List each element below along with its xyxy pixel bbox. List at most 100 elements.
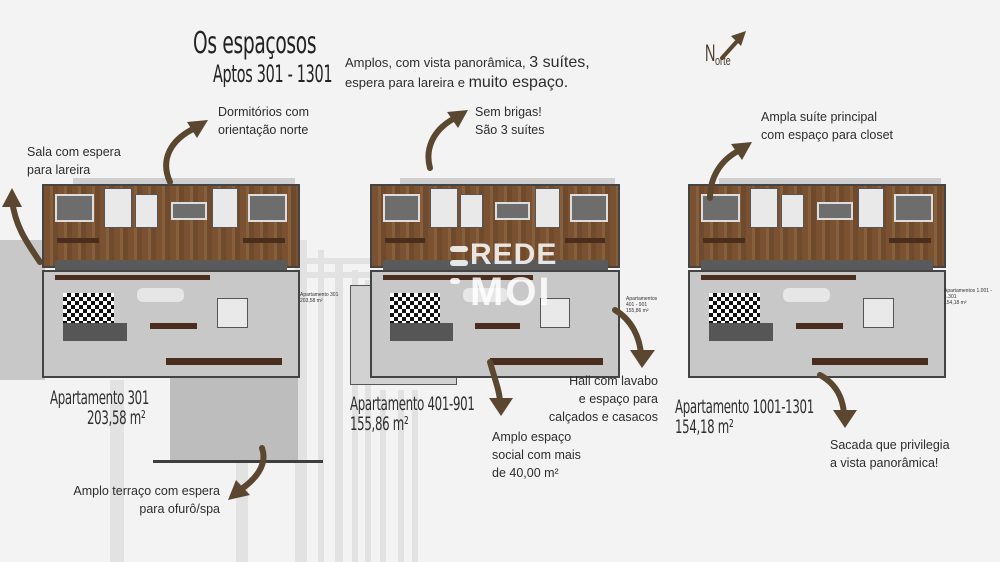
callout-line: Sacada que privilegia [830,438,950,452]
suite-2-bed [817,202,854,220]
bathroom [430,188,458,228]
callout-line: orientação norte [218,123,309,137]
north-letter: N [705,40,716,67]
top-balconies [718,178,941,186]
apartment-401-901-name: Apartamento 401-901 [350,393,475,415]
sofa [62,323,128,341]
arrowhead-icon [833,410,857,428]
kitchen-counter [811,358,928,365]
sideboard [700,275,856,280]
lead-text: Amplos, com vista panorâmica, 3 suítes, … [345,53,590,93]
callout-line: Sem brigas! [475,105,542,119]
plan-tag-area: 154,18 m² [944,300,967,306]
callout-line: Sala com espera [27,145,121,159]
plan-tag-area: 155,86 m² [626,308,649,314]
apartment-301-area: 203,58 m² [87,407,146,429]
dining-table [462,288,508,302]
background-stripe [412,390,418,562]
callout-line: com espaço para closet [761,128,894,142]
bathroom [858,188,885,228]
desk [57,238,99,243]
callout-dormitorios: Dormitórios com orientação norte [218,103,309,139]
callout-suite-principal: Ampla suíte principal com espaço para clo… [761,108,893,144]
arrow-suites-icon [425,115,458,171]
bathroom [535,188,560,228]
desk [889,238,931,243]
plan-tag-name: Apartamentos 401 - 901 [626,296,658,308]
background-stripe [380,390,386,562]
callout-line: Hall com lavabo [569,374,658,388]
callout-line: social com mais [492,448,581,462]
lead-emphasis: muito espaço. [468,74,569,91]
arrow-dormitorios-icon [163,125,198,185]
logo-mark [450,278,460,284]
rug [708,293,761,328]
watermark-line2: MOI [470,270,552,314]
suite-2-bed [495,202,530,220]
apartment-301-name: Apartamento 301 [50,387,150,409]
floor-plan-apt-401-901 [350,178,625,388]
callout-sala: Sala com espera para lareira [27,143,121,179]
callout-line: de 40,00 m² [492,466,559,480]
rug [62,293,115,328]
terrace-edge [153,460,323,463]
bathroom [780,194,805,228]
lead-line2: espera para lareira e [345,75,469,90]
arrowhead-icon [731,142,752,160]
callout-line: Ampla suíte principal [761,110,878,124]
plan-tag-area: 203,58 m² [300,298,323,304]
background-stripe [318,250,324,562]
background-stripe [300,272,370,278]
plan-interior [370,178,620,378]
bathroom [749,188,779,228]
rug [390,293,440,328]
background-stripe [300,258,370,264]
callout-line: Dormitórios com [218,105,309,119]
sideboard [382,275,533,280]
closets [54,260,288,270]
callout-line: para lareira [27,163,91,177]
plan-tag-name: Apartamentos 1.001 - 1.301 [944,288,993,300]
arrow-sala-icon [9,197,43,265]
arrow-social-icon [487,359,503,406]
plan-interior [688,178,946,378]
background-stripe [365,280,371,562]
rooftop-terrace [170,378,298,460]
desk [703,238,745,243]
arrowhead-icon [187,120,208,138]
sofa [390,323,453,341]
background-stripe [110,380,124,562]
lavabo [540,298,570,328]
sideboard [54,275,210,280]
plan-tag-name: Apartamento 301 [300,292,339,298]
callout-line: São 3 suítes [475,123,545,137]
kitchen-counter [165,358,282,365]
kitchen-island [475,323,520,329]
background-stripe [398,390,404,562]
suite-3-bed [570,194,608,222]
dining-table [137,288,184,302]
suite-1-bed [382,194,420,222]
apartment-1001-1301-name: Apartamento 1001-1301 [675,396,814,418]
callout-line: calçados e casacos [548,410,658,424]
dining-table [783,288,830,302]
arrowhead-icon [228,480,250,500]
suite-3-bed [894,194,934,222]
background-stripe [335,260,343,562]
logo-mark [450,260,468,266]
apartment-1001-1301-area: 154,18 m² [675,416,734,438]
bathroom [460,194,483,228]
arrowhead-icon [2,188,22,207]
callout-line: Amplo terraço com espera [73,484,220,498]
floor-plan-apt-301 [0,178,323,468]
arrowhead-icon [447,110,468,128]
desk [565,238,605,243]
lavabo [863,298,895,328]
